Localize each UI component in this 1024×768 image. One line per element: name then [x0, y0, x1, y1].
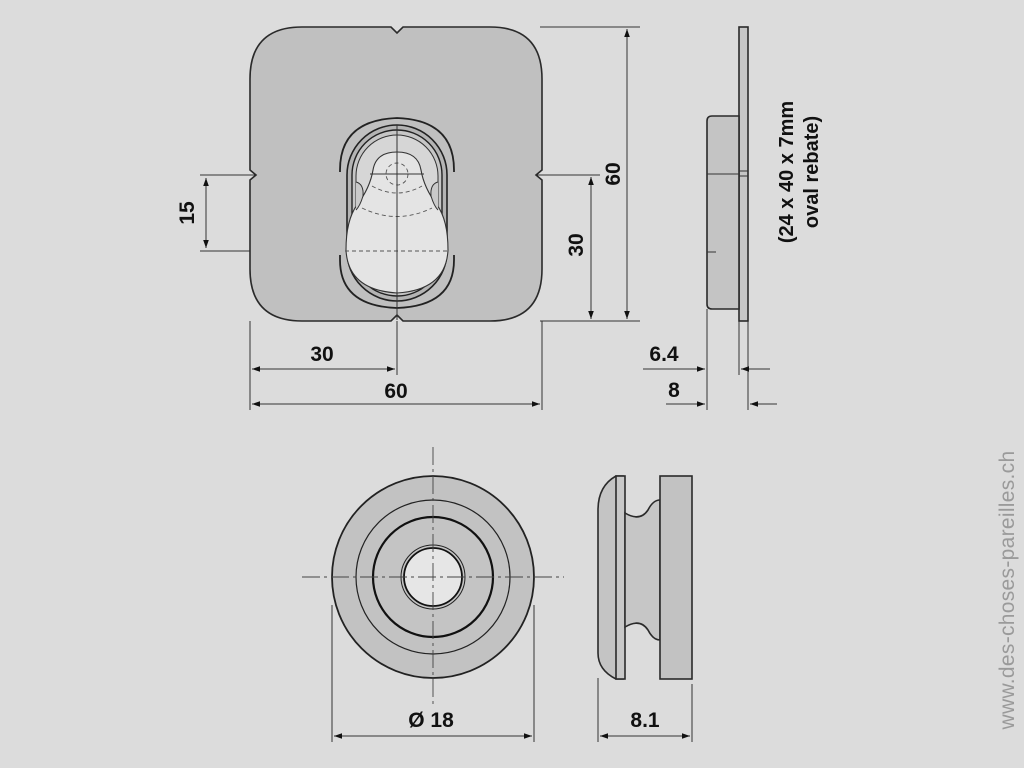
dim-label-30-horizontal: 30 [310, 343, 333, 366]
dimension-height-center: 30 [565, 177, 594, 319]
dim-label-60-horizontal: 60 [384, 380, 407, 403]
dimension-depth-inner: 6.4 [643, 343, 770, 372]
dim-label-diameter-18: Ø 18 [408, 709, 454, 732]
dimension-roller-diameter: Ø 18 [334, 709, 532, 739]
watermark-url: www.des-choses-pareilles.ch [996, 451, 1019, 731]
dimension-width-total: 60 [252, 380, 540, 407]
dim-label-6-4: 6.4 [649, 343, 679, 366]
plate-side-view [706, 26, 749, 410]
dimension-slot-offset: 15 [176, 178, 209, 248]
dim-label-60-vertical: 60 [602, 162, 625, 185]
note-line-1: (24 x 40 x 7mm [776, 101, 798, 243]
dim-label-15: 15 [176, 201, 199, 225]
dimension-height-total: 60 [602, 29, 630, 319]
dimension-width-center: 30 [252, 343, 395, 372]
oval-rebate-note: (24 x 40 x 7mm oval rebate) [776, 101, 823, 243]
note-line-2: oval rebate) [801, 116, 823, 228]
dim-label-30-vertical: 30 [565, 233, 588, 256]
roller-front-view [302, 447, 564, 742]
dimension-depth-total: 8 [666, 379, 777, 407]
dim-label-8: 8 [668, 379, 680, 402]
dimension-roller-width: 8.1 [600, 709, 690, 739]
dim-label-8-1: 8.1 [630, 709, 660, 732]
roller-side-view [597, 475, 693, 742]
plate-front-view [200, 26, 640, 410]
